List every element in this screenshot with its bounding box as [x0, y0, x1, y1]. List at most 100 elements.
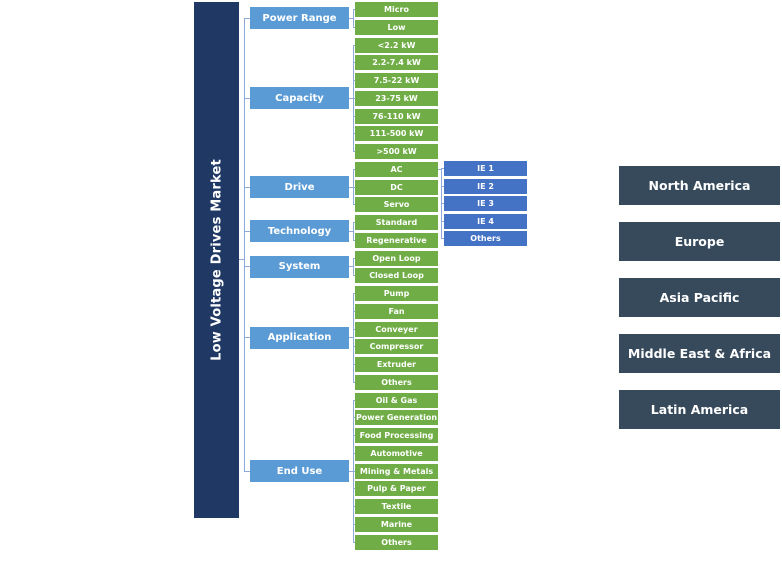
- end-use-item: Pulp & Paper: [355, 481, 438, 497]
- system-item: Open Loop: [355, 250, 438, 266]
- trunk-tick: [244, 470, 250, 472]
- region-box: Europe: [619, 222, 780, 261]
- ac-subtype: IE 4: [444, 213, 527, 229]
- end-use-connector: [349, 470, 353, 472]
- technology-connector: [349, 230, 353, 232]
- capacity-connector: [349, 97, 353, 99]
- end-use-item: Automotive: [355, 445, 438, 461]
- drive-item: DC: [355, 179, 438, 195]
- category-technology: Technology: [250, 220, 349, 243]
- technology-tick: [353, 222, 355, 223]
- capacity-tick: [353, 133, 355, 135]
- root-connector: [239, 259, 244, 260]
- category-power-range: Power Range: [250, 7, 349, 30]
- power-range-bracket: [353, 9, 354, 28]
- system-bracket: [353, 257, 354, 277]
- region-box: Middle East & Africa: [619, 334, 780, 373]
- end-use-item: Textile: [355, 499, 438, 514]
- application-tick: [353, 381, 355, 383]
- application-item: Pump: [355, 286, 438, 301]
- drive-connector: [349, 186, 353, 188]
- category-drive: Drive: [250, 176, 349, 198]
- drive-tick: [353, 204, 355, 206]
- system-tick: [353, 275, 355, 277]
- end-use-item: Marine: [355, 516, 438, 532]
- category-capacity: Capacity: [250, 87, 349, 110]
- application-item: Compressor: [355, 339, 438, 355]
- end-use-item: Mining & Metals: [355, 463, 438, 479]
- trunk-tick: [244, 186, 250, 188]
- technology-item: Regenerative: [355, 232, 438, 248]
- power-range-connector: [349, 17, 353, 19]
- application-tick: [353, 364, 355, 365]
- region-box: Asia Pacific: [619, 278, 780, 317]
- end-use-tick: [353, 435, 355, 436]
- root-label: Low Voltage Drives Market: [209, 159, 224, 361]
- capacity-item: 23-75 kW: [355, 90, 438, 106]
- capacity-tick: [353, 44, 355, 46]
- application-tick: [353, 310, 355, 312]
- application-item: Conveyer: [355, 321, 438, 337]
- capacity-item: 111-500 kW: [355, 126, 438, 142]
- capacity-item: 7.5-22 kW: [355, 73, 438, 88]
- technology-bracket: [353, 222, 354, 241]
- ac-tick: [441, 220, 444, 222]
- application-tick: [353, 346, 355, 348]
- end-use-tick: [353, 452, 355, 454]
- application-item: Others: [355, 374, 438, 390]
- capacity-item: 2.2-7.4 kW: [355, 55, 438, 71]
- ac-subtype: IE 1: [444, 161, 527, 176]
- system-tick: [353, 257, 355, 259]
- trunk-tick: [244, 337, 250, 339]
- trunk-tick: [244, 266, 250, 268]
- category-system: System: [250, 255, 349, 278]
- end-use-tick: [353, 399, 355, 401]
- category-application: Application: [250, 326, 349, 349]
- end-use-tick: [353, 541, 355, 543]
- drive-item: Servo: [355, 197, 438, 213]
- region-box: Latin America: [619, 390, 780, 429]
- power-range-item: Low: [355, 19, 438, 35]
- ac-tick: [441, 203, 444, 205]
- end-use-tick: [353, 523, 355, 525]
- region-box: North America: [619, 166, 780, 205]
- ac-subtype: IE 2: [444, 178, 527, 194]
- trunk: [244, 17, 245, 472]
- end-use-item: Power Generation: [355, 410, 438, 426]
- capacity-item: >500 kW: [355, 144, 438, 159]
- technology-item: Standard: [355, 215, 438, 230]
- capacity-tick: [353, 97, 355, 99]
- ac-tick: [441, 185, 444, 187]
- power-range-tick: [353, 26, 355, 28]
- end-use-item: Others: [355, 534, 438, 550]
- drive-tick: [353, 186, 355, 188]
- end-use-tick: [353, 470, 355, 472]
- system-connector: [349, 266, 353, 268]
- application-connector: [349, 337, 353, 339]
- capacity-item: 76-110 kW: [355, 108, 438, 124]
- trunk-tick: [244, 97, 250, 99]
- drive-tick: [353, 168, 355, 170]
- end-use-item: Oil & Gas: [355, 392, 438, 408]
- ac-tick: [441, 238, 444, 240]
- technology-tick: [353, 239, 355, 241]
- root-node: Low Voltage Drives Market: [194, 2, 239, 518]
- capacity-tick: [353, 62, 355, 64]
- application-item: Fan: [355, 303, 438, 319]
- trunk-tick: [244, 17, 250, 19]
- end-use-tick: [353, 417, 355, 419]
- drive-item: AC: [355, 161, 438, 177]
- end-use-tick: [353, 506, 355, 507]
- capacity-tick: [353, 151, 355, 152]
- ac-subtype: IE 3: [444, 196, 527, 212]
- application-tick: [353, 293, 355, 294]
- capacity-tick: [353, 115, 355, 117]
- capacity-item: <2.2 kW: [355, 37, 438, 53]
- ac-subtype: Others: [444, 231, 527, 247]
- power-range-item: Micro: [355, 2, 438, 17]
- application-bracket: [353, 293, 354, 383]
- end-use-tick: [353, 488, 355, 490]
- capacity-tick: [353, 80, 355, 81]
- system-item: Closed Loop: [355, 268, 438, 284]
- power-range-tick: [353, 9, 355, 10]
